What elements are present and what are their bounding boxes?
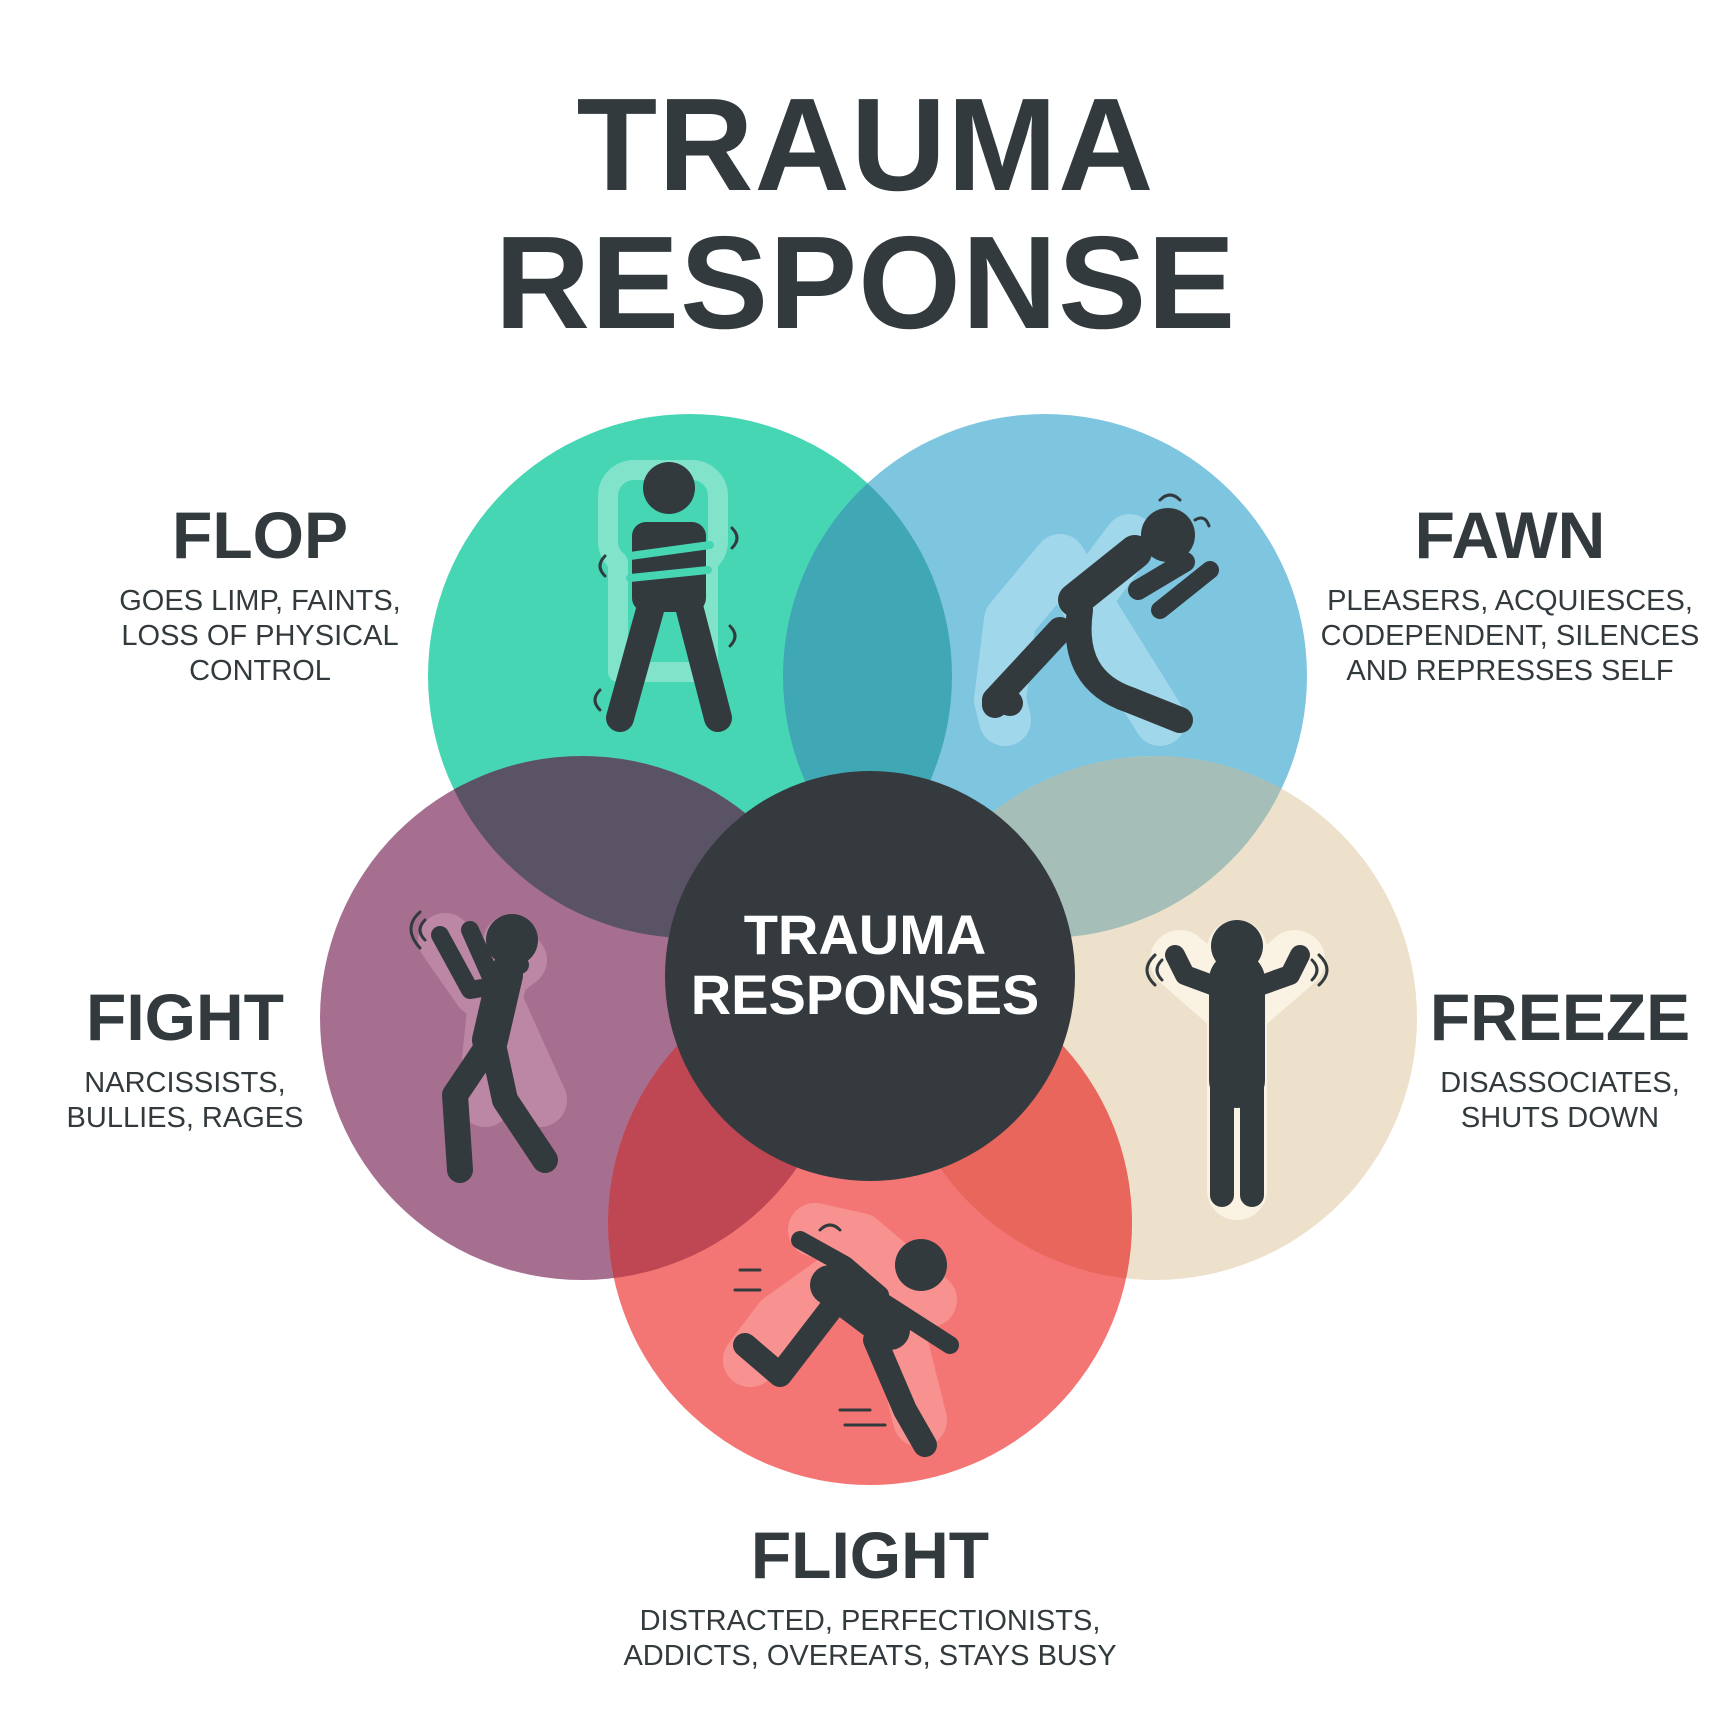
- label-flop: FLOP GOES LIMP, FAINTS, LOSS OF PHYSICAL…: [95, 500, 425, 689]
- label-freeze: FREEZE DISASSOCIATES, SHUTS DOWN: [1420, 982, 1700, 1136]
- label-freeze-title: FREEZE: [1429, 980, 1691, 1054]
- label-flop-title: FLOP: [172, 498, 348, 572]
- desc-line: AND REPRESSES SELF: [1346, 655, 1674, 687]
- page-title-line-2: RESPONSE: [494, 209, 1237, 356]
- center-label: TRAUMA RESPONSES: [640, 905, 1090, 1025]
- label-fight-desc: NARCISSISTS, BULLIES, RAGES: [40, 1066, 330, 1136]
- desc-line: GOES LIMP, FAINTS,: [119, 585, 401, 617]
- desc-line: PLEASERS, ACQUIESCES,: [1327, 585, 1693, 617]
- label-fight: FIGHT NARCISSISTS, BULLIES, RAGES: [40, 982, 330, 1136]
- figure-holding-self-icon: [593, 460, 739, 732]
- desc-line: BULLIES, RAGES: [66, 1102, 304, 1134]
- label-flight-title: FLIGHT: [750, 1518, 990, 1592]
- label-freeze-desc: DISASSOCIATES, SHUTS DOWN: [1420, 1066, 1700, 1136]
- label-fight-title: FIGHT: [86, 980, 284, 1054]
- desc-line: DISASSOCIATES,: [1440, 1067, 1680, 1099]
- desc-line: CODEPENDENT, SILENCES: [1320, 620, 1700, 652]
- label-flop-desc: GOES LIMP, FAINTS, LOSS OF PHYSICAL CONT…: [95, 584, 425, 689]
- page-title-line-1: TRAUMA: [576, 71, 1155, 218]
- center-label-line-1: TRAUMA: [743, 903, 987, 966]
- figure-standing-frozen-icon: [1145, 920, 1329, 1220]
- label-flight-desc: DISTRACTED, PERFECTIONISTS, ADDICTS, OVE…: [600, 1604, 1140, 1674]
- figure-kneeling-icon: [974, 493, 1219, 746]
- label-flight: FLIGHT DISTRACTED, PERFECTIONISTS, ADDIC…: [600, 1520, 1140, 1674]
- label-fawn-title: FAWN: [1414, 498, 1606, 572]
- desc-line: SHUTS DOWN: [1460, 1102, 1660, 1134]
- figure-boxing-icon: [409, 910, 567, 1183]
- label-fawn: FAWN PLEASERS, ACQUIESCES, CODEPENDENT, …: [1300, 500, 1720, 689]
- desc-line: CONTROL: [189, 655, 331, 687]
- center-circle: [665, 771, 1075, 1181]
- desc-line: LOSS OF PHYSICAL: [121, 620, 399, 652]
- desc-line: DISTRACTED, PERFECTIONISTS,: [639, 1605, 1101, 1637]
- label-fawn-desc: PLEASERS, ACQUIESCES, CODEPENDENT, SILEN…: [1300, 584, 1720, 689]
- figure-running-icon: [723, 1203, 959, 1457]
- desc-line: ADDICTS, OVEREATS, STAYS BUSY: [623, 1640, 1117, 1672]
- desc-line: NARCISSISTS,: [84, 1067, 286, 1099]
- center-label-line-2: RESPONSES: [690, 963, 1040, 1026]
